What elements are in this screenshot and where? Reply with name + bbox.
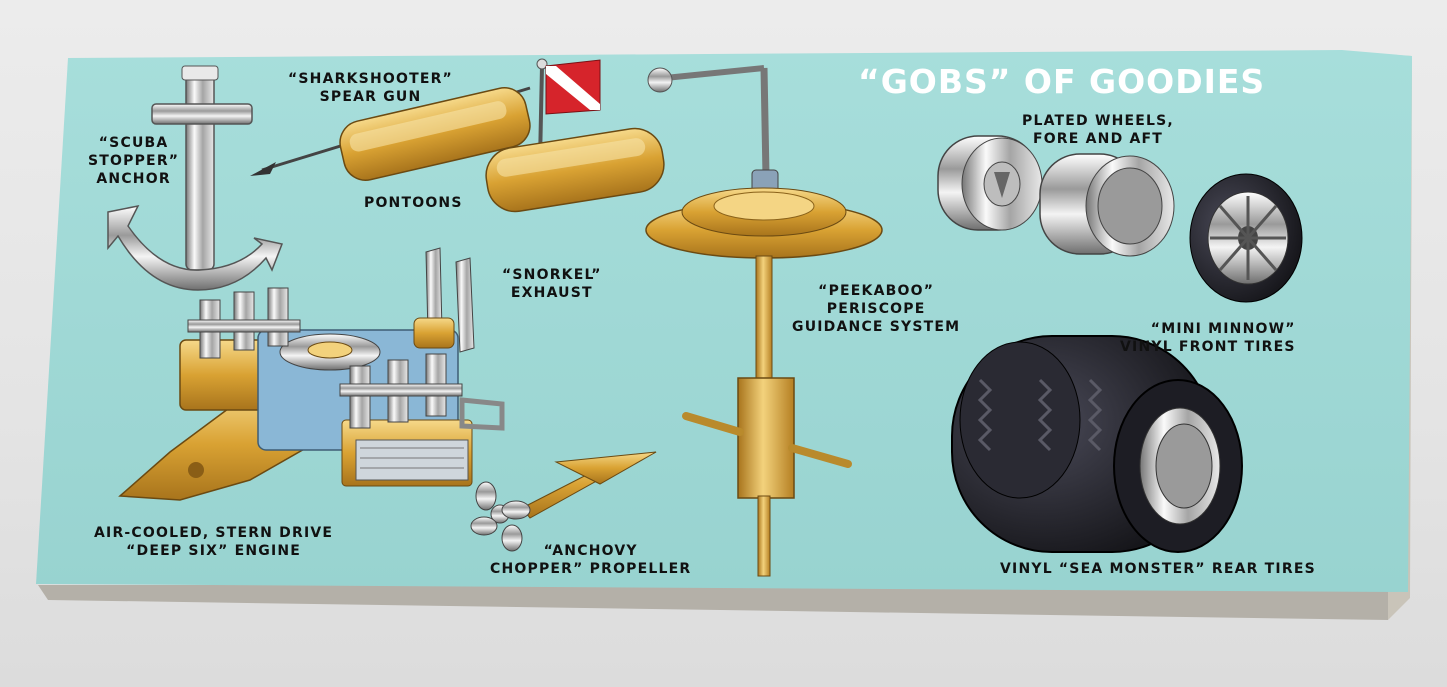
label-snorkel: “SNORKEL” EXHAUST — [502, 267, 602, 301]
label-anchor: “SCUBA STOPPER” ANCHOR — [88, 135, 180, 187]
spear-gun-icon — [250, 86, 531, 181]
label-pontoons: PONTOONS — [364, 195, 463, 211]
label-front-tires: “MINI MINNOW” VINYL FRONT TIRES — [1120, 321, 1296, 355]
label-periscope: “PEEKABOO” PERISCOPE GUIDANCE SYSTEM — [792, 283, 961, 335]
headline: “GOBS” OF GOODIES — [858, 62, 1266, 101]
label-engine: AIR-COOLED, STERN DRIVE “DEEP SIX” ENGIN… — [94, 525, 334, 559]
label-spear-gun: “SHARKSHOOTER” SPEAR GUN — [288, 71, 453, 105]
propeller-icon — [470, 451, 657, 552]
rear-tire-icon — [951, 335, 1243, 553]
chrome-wheel-icon — [937, 135, 1175, 257]
anchor-icon — [107, 65, 284, 291]
engine-icon — [118, 247, 505, 501]
box-bottom-edge — [38, 585, 1388, 620]
front-tire-icon — [1189, 173, 1303, 303]
label-propeller: “ANCHOVY CHOPPER” PROPELLER — [490, 543, 692, 577]
pontoon-icon — [485, 127, 665, 213]
label-wheels: PLATED WHEELS, FORE AND AFT — [1022, 113, 1174, 147]
label-rear-tires: VINYL “SEA MONSTER” REAR TIRES — [1000, 561, 1316, 577]
periscope-icon — [645, 65, 883, 577]
